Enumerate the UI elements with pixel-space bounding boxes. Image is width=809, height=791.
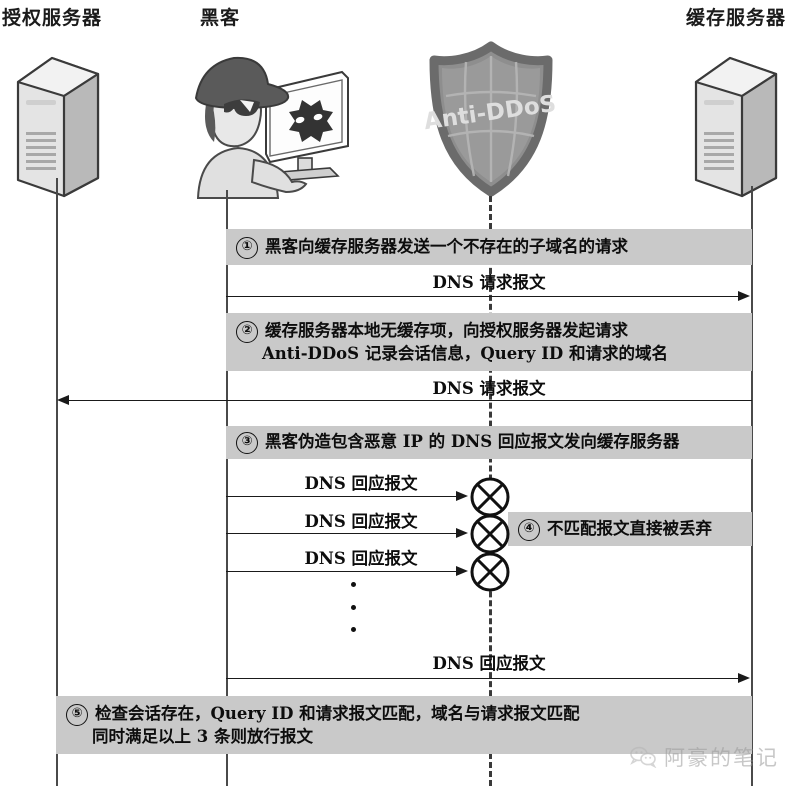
actor-label-auth-server: 授权服务器 [2, 7, 103, 29]
message-arrow-5 [226, 571, 458, 572]
step-number-3: ③ [236, 432, 258, 454]
message-arrow-4 [226, 533, 458, 534]
message-arrow-2 [68, 400, 752, 401]
step-number-2: ② [236, 320, 258, 343]
arrow-head-5 [456, 566, 468, 576]
actor-label-hacker: 黑客 [200, 7, 241, 29]
arrow-head-6 [738, 673, 750, 683]
watermark-text: 阿豪的笔记 [664, 746, 779, 770]
message-arrow-6 [226, 678, 740, 679]
message-arrow-3 [226, 496, 458, 497]
watermark: 阿豪的笔记 [630, 742, 779, 772]
anti-ddos-shield-icon: Anti-DDoS [424, 41, 558, 197]
message-label-2: DNS 请求报文 [432, 379, 546, 398]
step-2-line-2: Anti-DDoS 记录会话信息，Query ID 和请求的域名 [262, 343, 668, 363]
blocked-x-icon-1 [470, 477, 510, 517]
blocked-x-icon-2 [470, 514, 510, 554]
message-label-5: DNS 回应报文 [304, 549, 418, 568]
message-label-4: DNS 回应报文 [304, 512, 418, 531]
arrow-head-3 [456, 491, 468, 501]
actor-label-cache-server: 缓存服务器 [686, 7, 787, 29]
step-number-4: ④ [518, 518, 540, 541]
message-label-1: DNS 请求报文 [432, 273, 546, 292]
message-arrow-1 [226, 296, 740, 297]
message-label-3: DNS 回应报文 [304, 474, 418, 493]
server-tower-icon-cache [694, 56, 778, 198]
step-number-5: ⑤ [66, 703, 88, 726]
server-tower-icon-auth [16, 56, 100, 198]
hacker-with-monitor-icon [194, 56, 349, 199]
lifeline-hacker [226, 190, 228, 786]
message-label-6: DNS 回应报文 [432, 654, 546, 673]
lifeline-cache-server [751, 186, 753, 786]
arrow-head-2 [57, 395, 69, 405]
arrow-head-4 [456, 528, 468, 538]
step-5-line-2: 同时满足以上 3 条则放行报文 [92, 726, 313, 746]
arrow-head-1 [738, 291, 750, 301]
wechat-icon [630, 746, 657, 768]
step-number-1: ① [236, 236, 258, 259]
blocked-x-icon-3 [470, 552, 510, 592]
ellipsis-dots [350, 582, 356, 632]
lifeline-auth-server [56, 178, 58, 786]
